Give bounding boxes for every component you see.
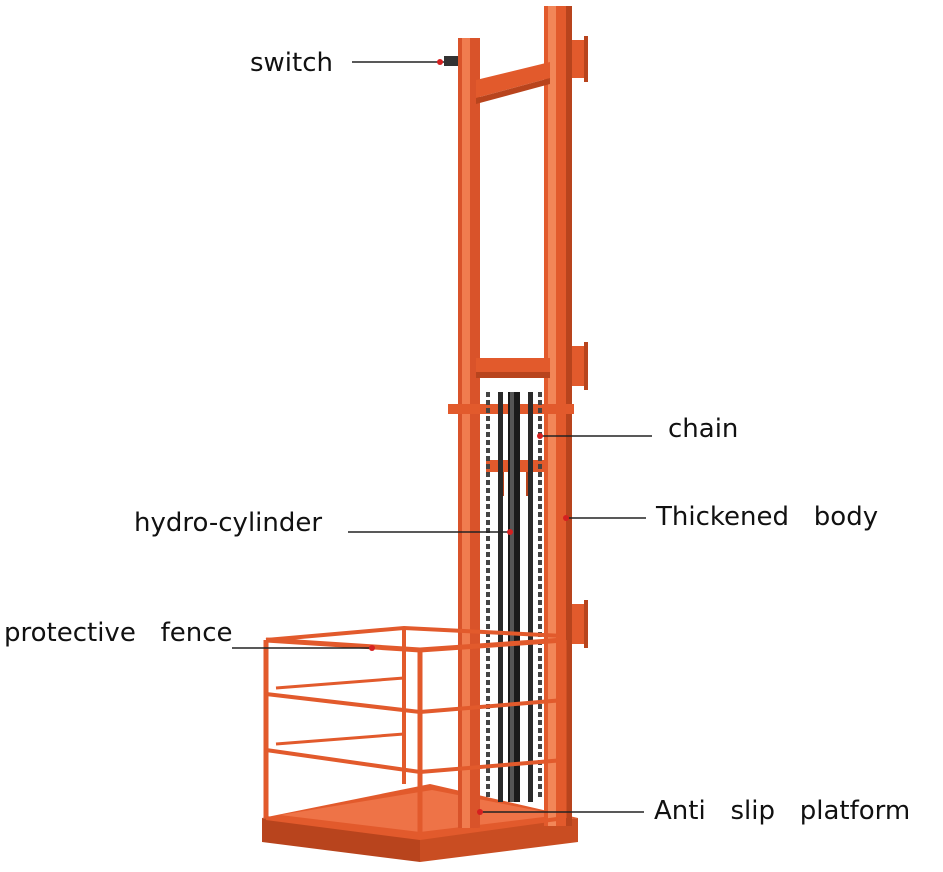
protective-fence-cage: [263, 625, 567, 841]
label-anti-slip-platform: Anti slip platform: [654, 796, 911, 826]
hydro-cylinder-device: [498, 392, 533, 802]
chains: [486, 392, 542, 800]
label-hydro-cylinder: hydro-cylinder: [134, 508, 323, 538]
switch-device: [444, 56, 458, 66]
leader-markers: [369, 59, 569, 815]
label-thickened-body: Thickened body: [656, 502, 879, 532]
label-chain: chain: [668, 414, 739, 444]
label-protective-fence: protective fence: [4, 618, 233, 648]
label-switch: switch: [250, 48, 334, 78]
leader-lines: [232, 61, 652, 813]
